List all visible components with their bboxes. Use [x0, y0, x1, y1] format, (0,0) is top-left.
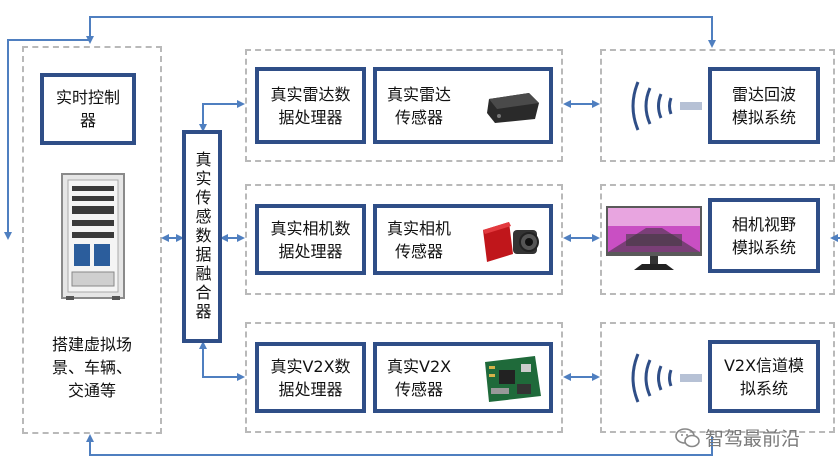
fusion-radar-arrow [199, 100, 245, 132]
radar-simulator-box: 雷达回波 模拟系统 [708, 67, 820, 144]
radar-wave-icon [631, 81, 702, 131]
watermark: 智驾最前沿 [675, 424, 800, 451]
sensor-fusion-box: 真实传感数据融合器 [182, 130, 222, 343]
scene-builder-text: 搭建虚拟场 景、车辆、 交通等 [51, 335, 132, 400]
v2x-processor-box: 真实V2X数 据处理器 [255, 342, 366, 413]
camera-sensor-image [483, 222, 539, 262]
v2x-board-image [485, 356, 541, 402]
radar-sensor-label: 真实雷达 传感器 [387, 84, 452, 127]
v2x-sensor-label: 真实V2X 传感器 [387, 356, 452, 399]
bottom-loop-arrow [86, 434, 713, 456]
monitor-image [606, 206, 702, 270]
v2x-sim-panel [600, 322, 835, 433]
v2x-sensor-box: 真实V2X 传感器 [373, 342, 553, 413]
radar-sensor-box: 真实雷达 传感器 [373, 67, 553, 144]
camera-simulator-box: 相机视野 模拟系统 [708, 198, 820, 273]
camera-sensor-label: 真实相机 传感器 [387, 218, 452, 261]
control-cabinet-image [61, 173, 125, 300]
fusion-v2x-arrow [199, 341, 245, 381]
radar-sensor-image [487, 93, 539, 123]
radar-processor-box: 真实雷达数 据处理器 [255, 67, 366, 144]
v2x-row-panel [245, 322, 563, 433]
v2x-wave-icon [631, 353, 702, 403]
v2x-simulator-box: V2X信道模 拟系统 [708, 340, 820, 413]
camera-sensor-box: 真实相机 传感器 [373, 204, 553, 275]
realtime-controller-box: 实时控制 器 [40, 73, 136, 145]
camera-processor-box: 真实相机数 据处理器 [255, 204, 366, 275]
wechat-icon [675, 427, 700, 447]
watermark-text: 智驾最前沿 [705, 428, 801, 450]
